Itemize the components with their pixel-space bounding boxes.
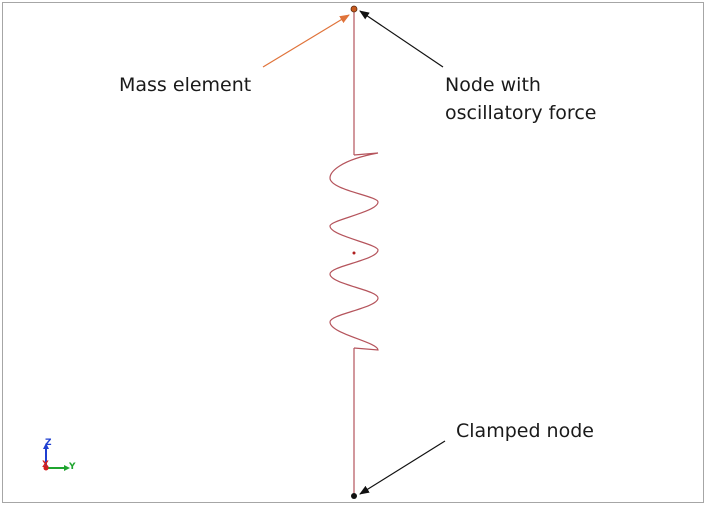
triad-x-label: X [42, 460, 49, 470]
node-force-arrow [359, 10, 444, 68]
mass-node[interactable] [350, 5, 358, 13]
spring-center-point [352, 251, 356, 255]
mass-element-label: Mass element [119, 74, 251, 96]
clamped-node[interactable] [351, 493, 357, 499]
node-force-label-line1: Node with [445, 74, 541, 96]
spring-element [329, 9, 379, 494]
triad-origin [43, 465, 49, 471]
mass-element-arrow [262, 14, 350, 68]
coordinate-triad: Z X Y [42, 438, 76, 472]
triad-y-label: Y [68, 462, 76, 472]
node-force-label-line2: oscillatory force [445, 102, 596, 124]
triad-z-label: Z [45, 438, 52, 448]
clamped-node-arrow [359, 440, 446, 495]
clamped-node-label: Clamped node [456, 420, 594, 442]
spring-coil [329, 152, 379, 351]
